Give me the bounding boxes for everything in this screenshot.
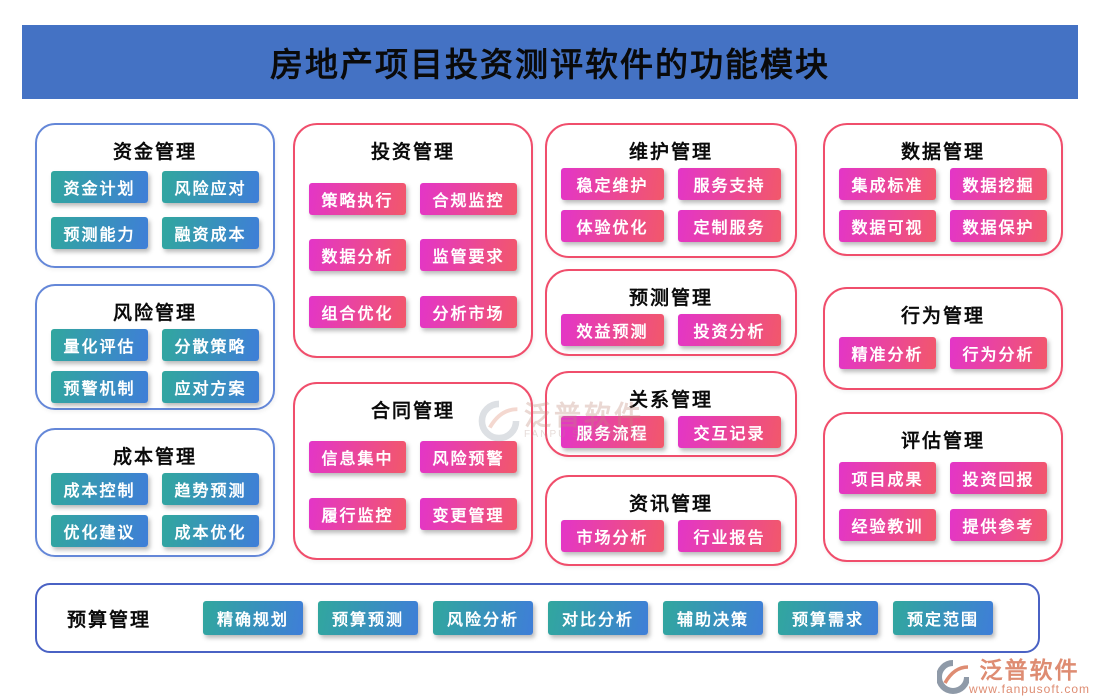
module-title-relation: 关系管理 — [628, 390, 713, 411]
module-title-invest: 投资管理 — [370, 142, 455, 163]
module-card-risk: 风险管理 量化评估 分散策略 预警机制 应对方案 — [35, 284, 275, 410]
button-cost-control[interactable]: 成本控制 — [51, 473, 148, 505]
button-data-protect[interactable]: 数据保护 — [950, 210, 1047, 242]
button-grid: 集成标准 数据挖掘 数据可视 数据保护 — [835, 164, 1051, 248]
button-market-analysis[interactable]: 分析市场 — [420, 295, 517, 328]
button-invest-analysis[interactable]: 投资分析 — [678, 314, 781, 346]
button-risk-response[interactable]: 风险应对 — [162, 171, 259, 204]
module-card-invest: 投资管理 策略执行 合规监控 数据分析 监管要求 组合优化 分析市场 — [293, 123, 533, 358]
logo-name: 泛普软件 — [979, 656, 1080, 683]
button-interaction-record[interactable]: 交互记录 — [678, 416, 781, 448]
module-card-info: 资讯管理 市场分析 行业报告 — [545, 475, 797, 566]
module-card-funds: 资金管理 资金计划 风险应对 预测能力 融资成本 — [35, 123, 275, 268]
button-decision-support[interactable]: 辅助决策 — [663, 601, 764, 635]
button-fund-plan[interactable]: 资金计划 — [51, 171, 148, 204]
module-title-cost: 成本管理 — [112, 447, 197, 468]
button-cost-optimize[interactable]: 成本优化 — [162, 515, 259, 547]
button-grid: 稳定维护 服务支持 体验优化 定制服务 — [557, 164, 785, 248]
button-change-management[interactable]: 变更管理 — [420, 497, 517, 530]
button-grid: 资金计划 风险应对 预测能力 融资成本 — [47, 164, 263, 258]
button-diversify-strategy[interactable]: 分散策略 — [162, 329, 259, 361]
button-grid: 成本控制 趋势预测 优化建议 成本优化 — [47, 469, 263, 553]
button-budget-forecast[interactable]: 预算预测 — [318, 601, 419, 635]
button-risk-analysis[interactable]: 风险分析 — [433, 601, 534, 635]
button-budget-demand[interactable]: 预算需求 — [778, 601, 879, 635]
button-project-result[interactable]: 项目成果 — [839, 462, 936, 494]
module-title-eval: 评估管理 — [900, 431, 985, 452]
module-title-risk: 风险管理 — [112, 303, 197, 324]
button-service-support[interactable]: 服务支持 — [678, 168, 781, 200]
button-custom-service[interactable]: 定制服务 — [678, 210, 781, 242]
fanpu-logo-icon — [936, 659, 969, 694]
budget-title: 预算管理 — [67, 609, 152, 631]
button-grid: 服务流程 交互记录 — [557, 412, 785, 454]
button-lessons-learned[interactable]: 经验教训 — [839, 509, 936, 541]
button-grid: 效益预测 投资分析 — [557, 310, 785, 352]
module-card-data: 数据管理 集成标准 数据挖掘 数据可视 数据保护 — [823, 123, 1063, 256]
button-behavior-analysis[interactable]: 行为分析 — [950, 337, 1047, 369]
button-portfolio-optimize[interactable]: 组合优化 — [309, 295, 406, 328]
button-stable-maintain[interactable]: 稳定维护 — [561, 168, 664, 200]
button-service-process[interactable]: 服务流程 — [561, 416, 664, 448]
button-grid: 信息集中 风险预警 履行监控 变更管理 — [305, 423, 521, 550]
button-compare-analysis[interactable]: 对比分析 — [548, 601, 649, 635]
button-grid: 市场分析 行业报告 — [557, 516, 785, 558]
module-card-cost: 成本管理 成本控制 趋势预测 优化建议 成本优化 — [35, 428, 275, 557]
fanpu-logo: 泛普软件 www.fanpusoft.com — [936, 656, 1090, 696]
button-benefit-forecast[interactable]: 效益预测 — [561, 314, 664, 346]
button-precise-analysis[interactable]: 精准分析 — [839, 337, 936, 369]
button-forecast-ability[interactable]: 预测能力 — [51, 216, 148, 249]
button-integration-standard[interactable]: 集成标准 — [839, 168, 936, 200]
button-response-plan[interactable]: 应对方案 — [162, 371, 259, 403]
module-card-forecast: 预测管理 效益预测 投资分析 — [545, 269, 797, 356]
button-optimize-advice[interactable]: 优化建议 — [51, 515, 148, 547]
button-data-analysis[interactable]: 数据分析 — [309, 239, 406, 271]
button-invest-return[interactable]: 投资回报 — [950, 462, 1047, 494]
module-title-funds: 资金管理 — [112, 142, 197, 163]
module-card-contract: 合同管理 信息集中 风险预警 履行监控 变更管理 — [293, 382, 533, 560]
button-quant-eval[interactable]: 量化评估 — [51, 329, 148, 361]
button-regulatory-req[interactable]: 监管要求 — [420, 239, 517, 271]
module-card-relation: 关系管理 服务流程 交互记录 — [545, 371, 797, 457]
button-info-centralize[interactable]: 信息集中 — [309, 441, 406, 474]
button-grid: 项目成果 投资回报 经验教训 提供参考 — [835, 453, 1051, 552]
module-card-behavior: 行为管理 精准分析 行为分析 — [823, 287, 1063, 390]
module-title-info: 资讯管理 — [628, 494, 713, 515]
button-warning-mechanism[interactable]: 预警机制 — [51, 371, 148, 403]
logo-url: www.fanpusoft.com — [968, 681, 1090, 696]
page-title: 房地产项目投资测评软件的功能模块 — [270, 46, 830, 83]
budget-buttons: 精确规划 预算预测 风险分析 对比分析 辅助决策 预算需求 预定范围 — [203, 601, 994, 635]
module-title-data: 数据管理 — [900, 142, 985, 163]
button-market-analysis-info[interactable]: 市场分析 — [561, 520, 664, 552]
button-data-visual[interactable]: 数据可视 — [839, 210, 936, 242]
module-card-eval: 评估管理 项目成果 投资回报 经验教训 提供参考 — [823, 412, 1063, 562]
module-title-maintain: 维护管理 — [628, 142, 713, 163]
button-grid: 精准分析 行为分析 — [835, 328, 1051, 380]
module-title-behavior: 行为管理 — [900, 306, 985, 327]
title-bar: 房地产项目投资测评软件的功能模块 — [22, 25, 1078, 99]
button-industry-report[interactable]: 行业报告 — [678, 520, 781, 552]
button-risk-warning[interactable]: 风险预警 — [420, 441, 517, 474]
button-performance-monitor[interactable]: 履行监控 — [309, 497, 406, 530]
button-provide-reference[interactable]: 提供参考 — [950, 509, 1047, 541]
button-precise-planning[interactable]: 精确规划 — [203, 601, 304, 635]
button-grid: 量化评估 分散策略 预警机制 应对方案 — [47, 325, 263, 409]
button-grid: 策略执行 合规监控 数据分析 监管要求 组合优化 分析市场 — [305, 164, 521, 348]
button-experience-optimize[interactable]: 体验优化 — [561, 210, 664, 242]
module-title-contract: 合同管理 — [370, 401, 455, 422]
button-data-mining[interactable]: 数据挖掘 — [950, 168, 1047, 200]
budget-bar: 预算管理 精确规划 预算预测 风险分析 对比分析 辅助决策 预算需求 预定范围 — [35, 583, 1040, 653]
button-compliance-monitor[interactable]: 合规监控 — [420, 182, 517, 215]
module-title-forecast: 预测管理 — [628, 288, 713, 309]
button-predefined-scope[interactable]: 预定范围 — [893, 601, 994, 635]
button-trend-forecast[interactable]: 趋势预测 — [162, 473, 259, 505]
button-financing-cost[interactable]: 融资成本 — [162, 216, 259, 249]
module-card-maintain: 维护管理 稳定维护 服务支持 体验优化 定制服务 — [545, 123, 797, 258]
button-strategy-exec[interactable]: 策略执行 — [309, 182, 406, 215]
